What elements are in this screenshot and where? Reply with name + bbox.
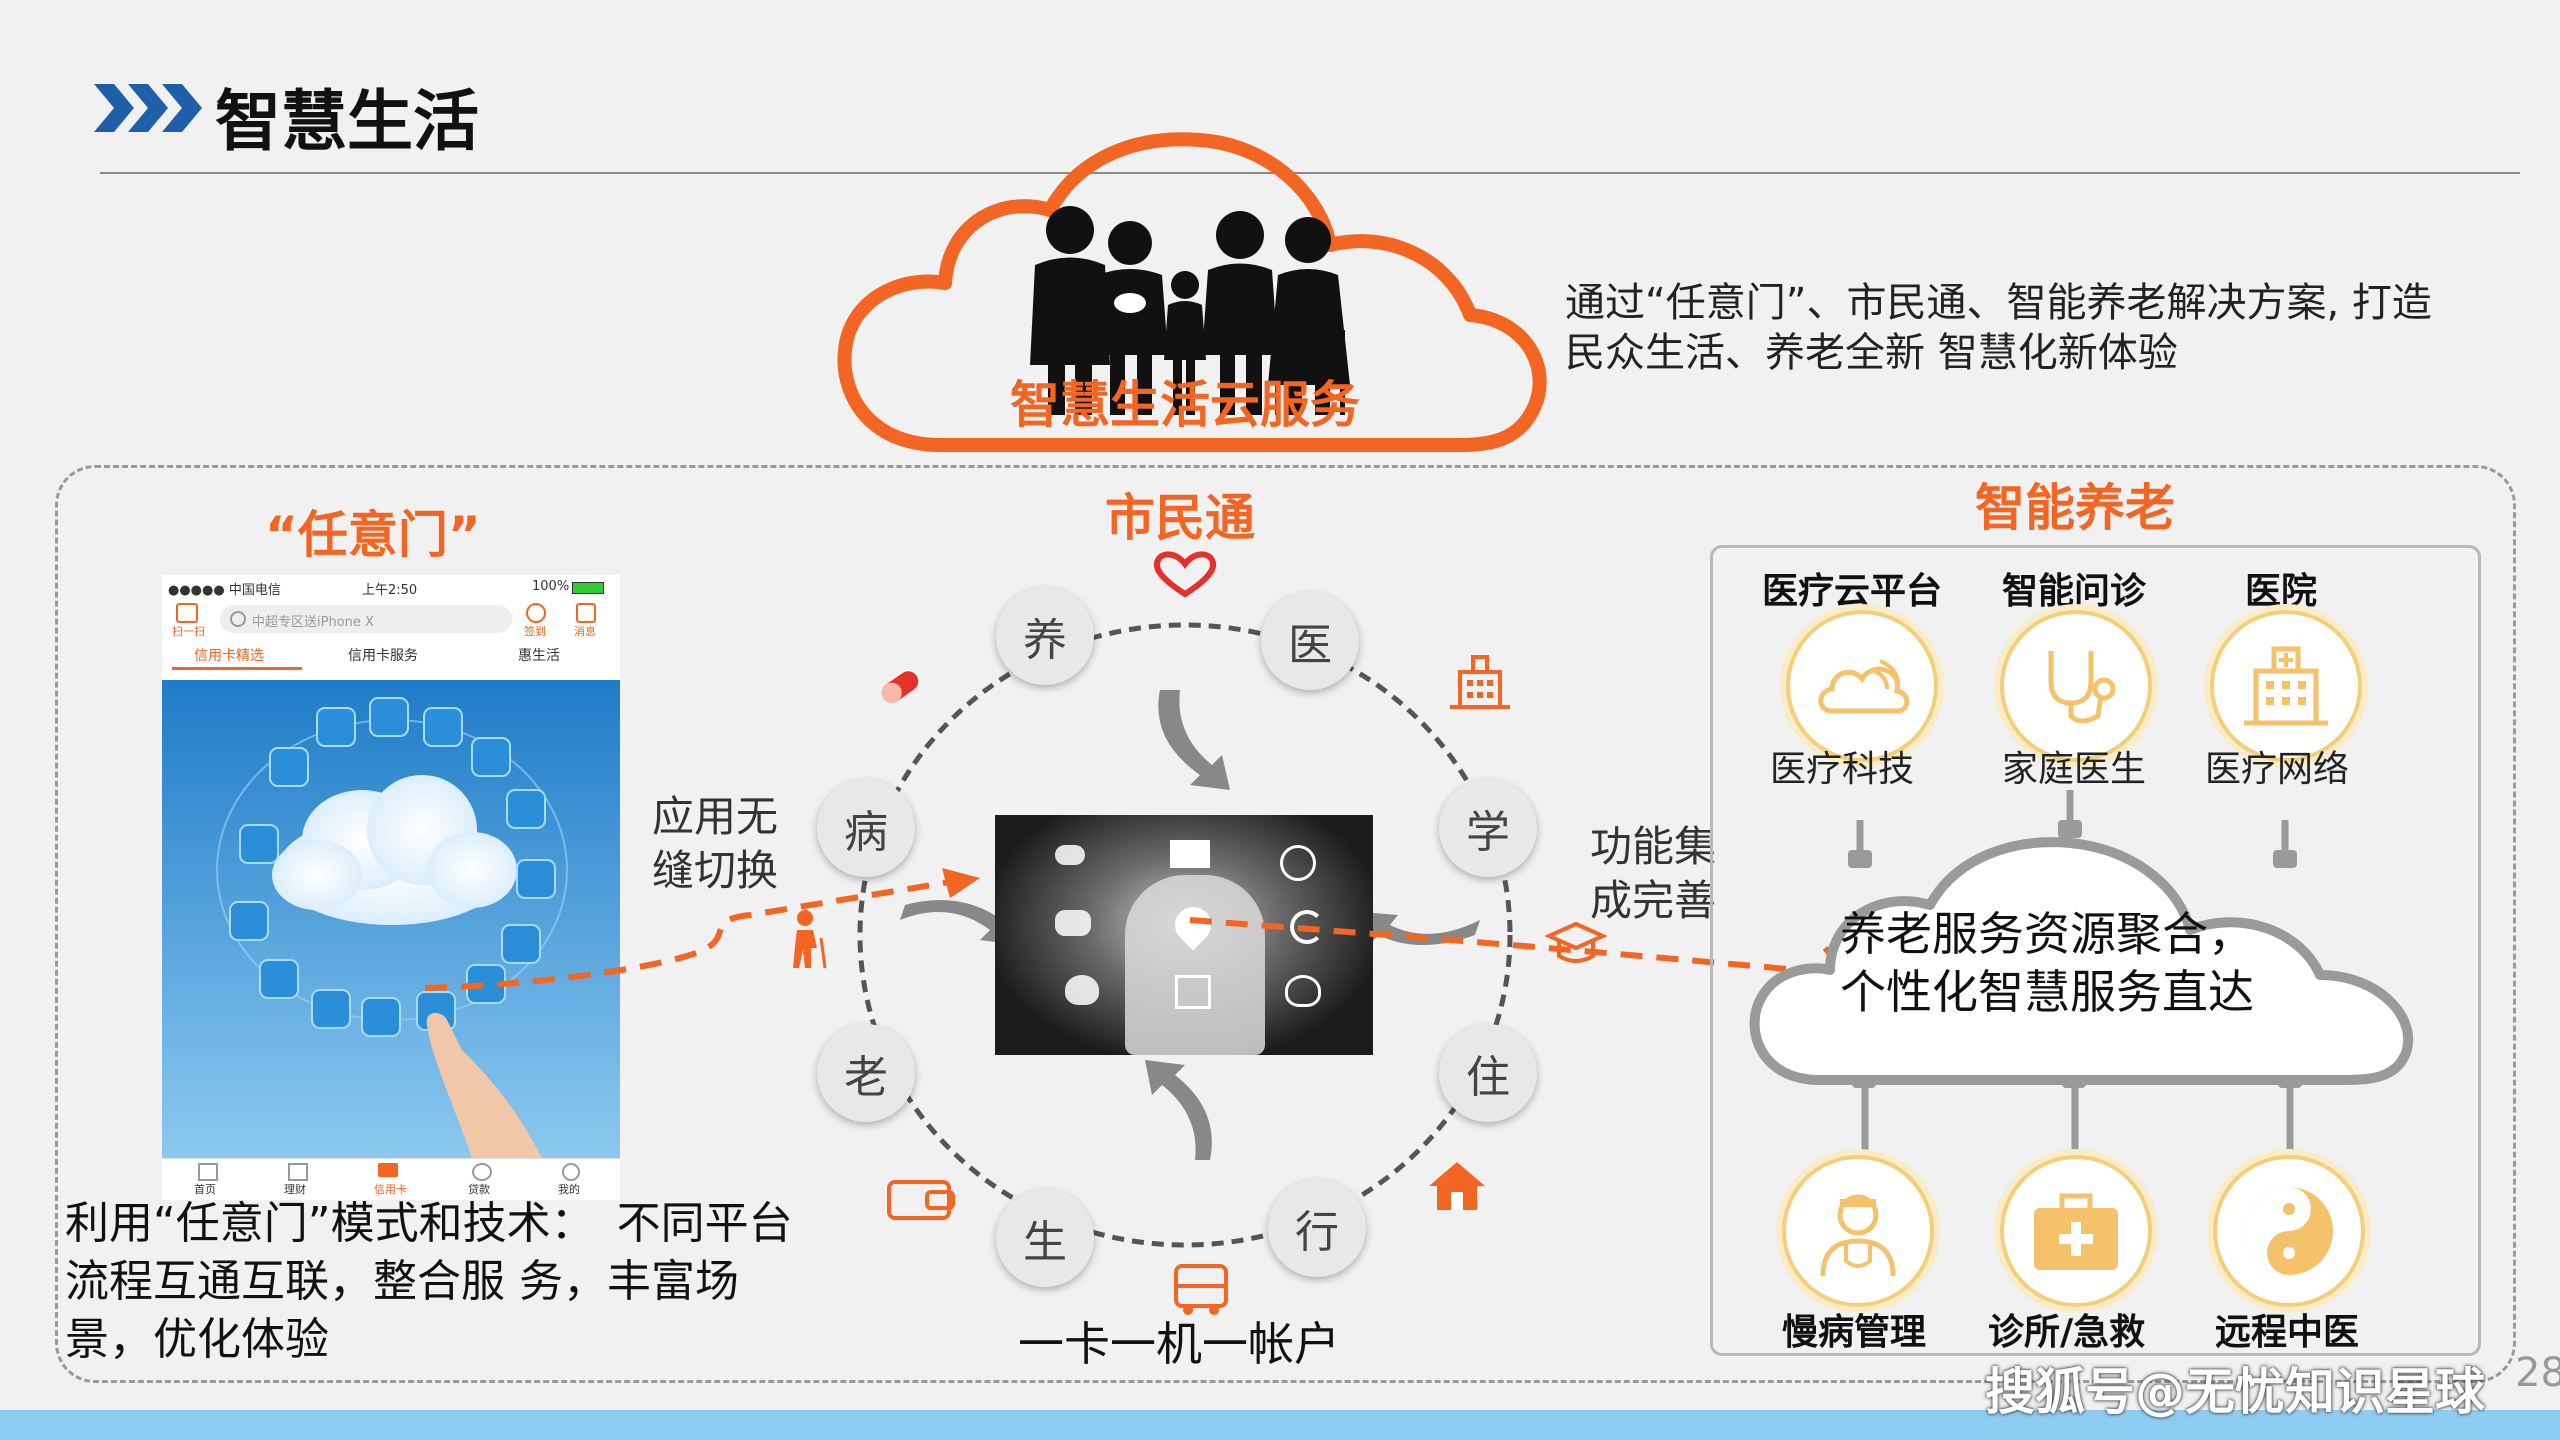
bottom-tab-credit[interactable]: 信用卡 <box>374 1183 407 1196</box>
phone-carrier: ●●●●● 中国电信 <box>168 583 281 598</box>
one-card-note: 一卡一机一帐户 <box>1018 1317 1340 1371</box>
hospital-icon <box>2244 646 2328 726</box>
phone-tab-featured[interactable]: 信用卡精选 <box>194 648 264 664</box>
search-placeholder: 中超专区送iPhone X <box>252 615 374 630</box>
building-icon <box>1450 655 1510 709</box>
chat-icon <box>1055 910 1091 936</box>
service-chronic-circle <box>1782 1155 1934 1307</box>
node-bing: 病 <box>817 779 915 877</box>
elderly-service-cloud <box>1749 790 2414 1180</box>
service-tcm-label: 远程中医 <box>2215 1312 2360 1353</box>
integrated-function-note: 功能集成完善 <box>1590 822 1717 925</box>
node-zhu: 住 <box>1439 1024 1537 1122</box>
bottom-tab-loan[interactable]: 贷款 <box>468 1183 490 1196</box>
home-icon <box>198 1163 218 1181</box>
mail-icon <box>1170 840 1210 868</box>
smart-life-cloud-icon <box>837 132 1547 452</box>
phone-battery: 100% <box>532 579 570 594</box>
footer-bar <box>0 1410 2560 1440</box>
message-label[interactable]: 消息 <box>574 625 596 638</box>
first-aid-icon <box>2034 1193 2118 1270</box>
phone-tab-life[interactable]: 惠生活 <box>518 648 560 664</box>
renyimen-note: 利用“任意门”模式和技术： 不同平台流程互通互联，整合服 务，丰富场景，优化体验 <box>65 1198 793 1365</box>
checkin-label[interactable]: 签到 <box>524 625 546 638</box>
node-xing: 行 <box>1268 1179 1366 1277</box>
bottom-tab-home[interactable]: 首页 <box>194 1183 216 1196</box>
house-icon <box>1429 1162 1485 1210</box>
doctor-icon <box>1820 1194 1896 1277</box>
service-cloud-circle <box>1786 610 1938 762</box>
touch-screen-image <box>995 815 1373 1055</box>
message-icon <box>576 603 596 623</box>
hand-silhouette <box>1125 875 1265 1055</box>
node-lao: 老 <box>817 1024 915 1122</box>
phone-time: 上午2:50 <box>362 583 418 598</box>
graduation-cap-icon <box>1545 921 1607 963</box>
phone-screenshot: ●●●●● 中国电信 上午2:50 100% 扫一扫 中超专区送iPhone X… <box>162 575 620 1200</box>
service-consult-circle <box>2000 610 2152 762</box>
header-divider <box>100 172 2520 174</box>
service-clinic-circle <box>2000 1155 2152 1307</box>
slide-description: 通过“任意门”、市民通、智能养老解决方案, 打造民众生活、养老全新 智慧化新体验 <box>1565 280 2432 376</box>
loan-icon <box>472 1163 492 1181</box>
search-icon <box>230 611 246 627</box>
elderly-care-title: 智能养老 <box>1975 479 2175 537</box>
phone-search-box[interactable]: 中超专区送iPhone X <box>220 605 512 633</box>
pill-icon <box>881 671 919 703</box>
cloud-icon <box>1818 659 1910 714</box>
service-cloud-platform-label: 医疗云平台 <box>1762 571 1943 612</box>
service-clinic-label: 诊所/急救 <box>1988 1312 2146 1353</box>
phone-bottom-nav: 首页 理财 信用卡 贷款 我的 <box>162 1158 620 1200</box>
service-consult-label: 智能问诊 <box>2002 571 2147 612</box>
cloud-service-title: 智慧生活云服务 <box>1010 376 1360 434</box>
node-xue: 学 <box>1439 779 1537 877</box>
main-panel <box>55 465 2516 1383</box>
service-hospital-label: 医院 <box>2245 571 2318 612</box>
bus-icon <box>1174 1264 1228 1315</box>
phone-tab-service[interactable]: 信用卡服务 <box>348 648 418 664</box>
heart-icon <box>1153 551 1217 598</box>
title-chevrons-icon <box>94 84 202 132</box>
pill-app-icon <box>1055 845 1085 865</box>
scan-label: 扫一扫 <box>172 625 205 638</box>
yin-yang-icon <box>2245 1187 2333 1275</box>
page-number: 28 <box>2515 1350 2560 1396</box>
cloud-text-line1: 养老服务资源聚合， <box>1840 907 2254 961</box>
node-yi: 医 <box>1261 592 1359 690</box>
bottom-tab-mine[interactable]: 我的 <box>558 1183 580 1196</box>
elderly-person-icon <box>793 910 827 969</box>
shiminton-title: 市民通 <box>1105 489 1255 547</box>
node-yang: 养 <box>996 587 1094 685</box>
service-tech-sub: 医疗科技 <box>1770 749 1915 790</box>
user-icon <box>562 1163 580 1181</box>
stethoscope-icon <box>2048 651 2116 724</box>
star-heart-icon <box>1065 975 1099 1005</box>
node-sheng: 生 <box>996 1189 1094 1287</box>
seamless-switch-note: 应用无缝切换 <box>652 792 779 895</box>
globe-icon <box>1280 845 1316 881</box>
service-network-sub: 医疗网络 <box>2205 749 2350 790</box>
calendar-icon <box>1175 975 1211 1009</box>
watermark: 搜狐号@无忧知识星球 <box>1985 1363 2485 1421</box>
flow-arrows <box>424 868 1850 993</box>
phone-tab-underline <box>172 667 302 670</box>
service-hospital-circle <box>2210 610 2362 762</box>
battery-icon <box>572 582 604 594</box>
cloud-text-line2: 个性化智慧服务直达 <box>1840 965 2254 1019</box>
credit-card-icon <box>378 1163 398 1177</box>
finance-icon <box>288 1163 308 1181</box>
service-chronic-label: 慢病管理 <box>1782 1312 1927 1353</box>
slide-title: 智慧生活 <box>215 83 479 160</box>
elderly-panel <box>1710 545 2481 1356</box>
scan-icon[interactable] <box>176 603 198 623</box>
service-tcm-circle <box>2213 1155 2365 1307</box>
service-family-doctor-sub: 家庭医生 <box>2002 749 2147 790</box>
heart-outline-icon <box>1285 975 1321 1007</box>
bottom-tab-finance[interactable]: 理财 <box>284 1183 306 1196</box>
wallet-icon <box>887 1180 955 1220</box>
renyimen-title: “任意门” <box>265 506 481 564</box>
refresh-icon <box>1290 910 1324 944</box>
cloud-touch-image <box>162 680 620 1158</box>
checkin-icon <box>526 603 546 623</box>
